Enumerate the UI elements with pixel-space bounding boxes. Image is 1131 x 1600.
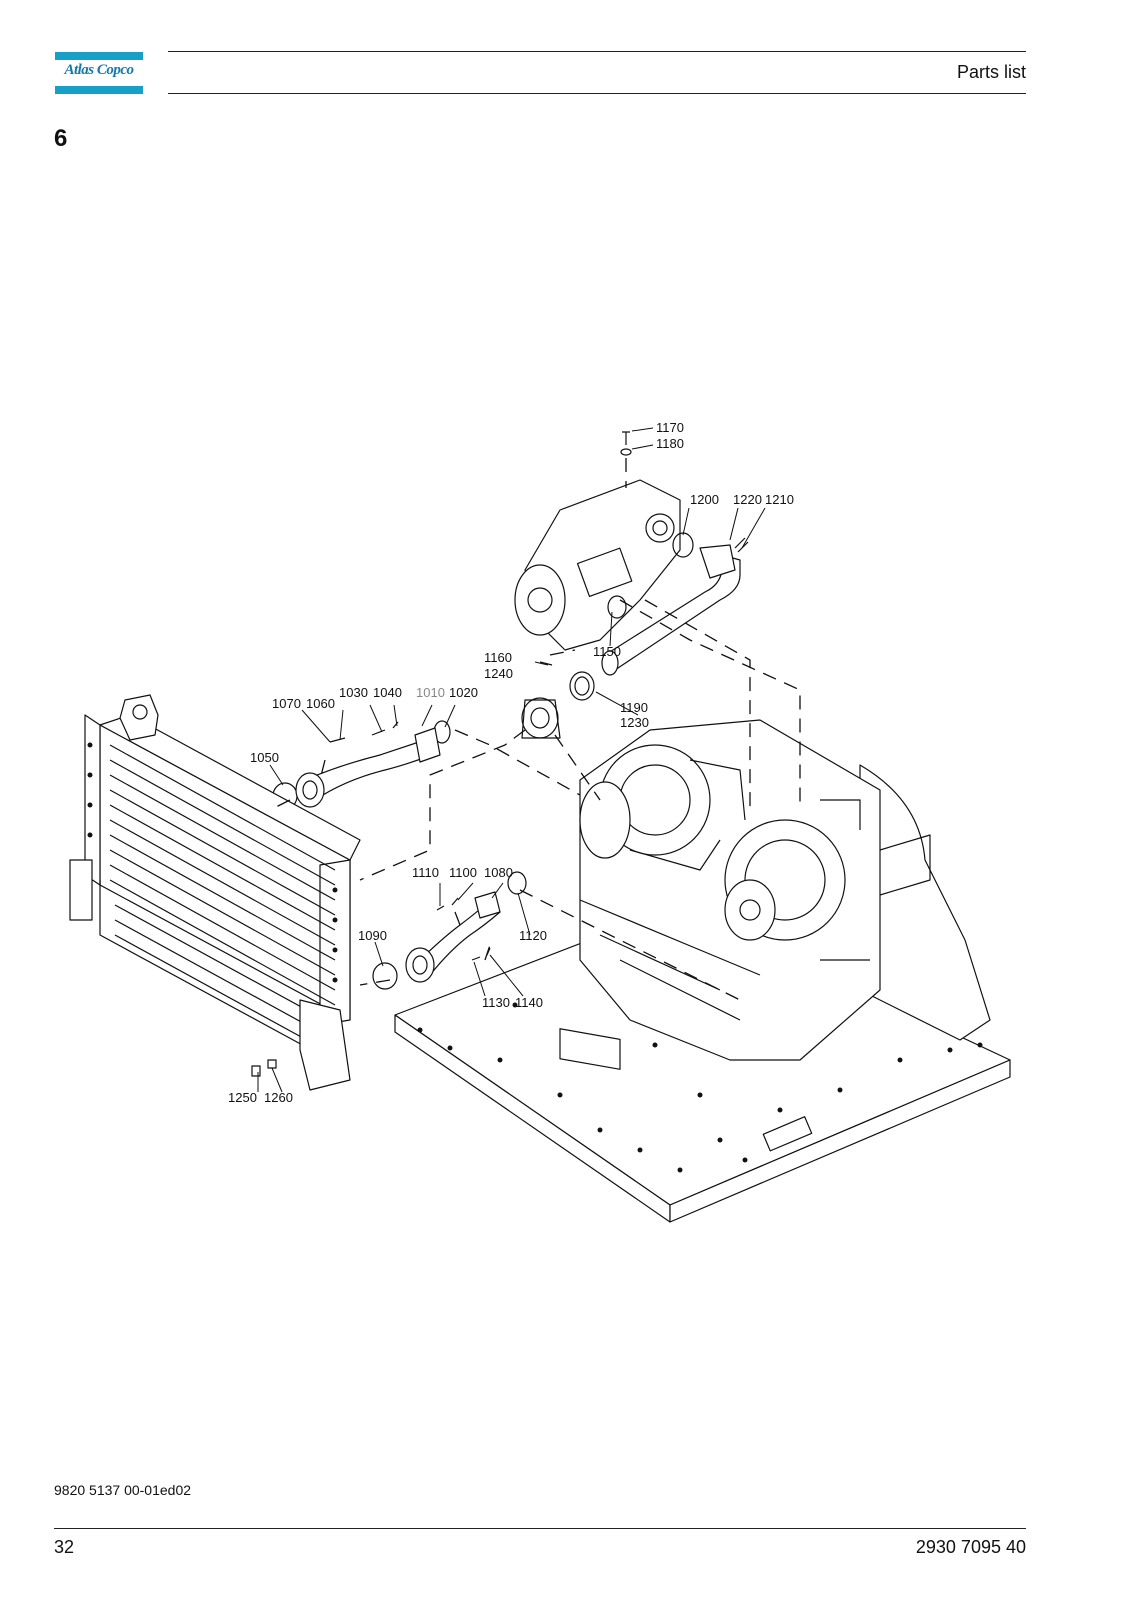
section-number: 6: [54, 125, 68, 152]
callout-1080: 1080: [484, 865, 513, 880]
bolts: [329, 431, 749, 961]
assembly-dashed-lines: [269, 458, 801, 1001]
upper-cooler-pipe: [295, 727, 441, 808]
document-code: 9820 5137 00-01ed02: [54, 1482, 192, 1498]
callout-1030: 1030: [339, 685, 368, 700]
callout-1020: 1020: [449, 685, 478, 700]
check-valve-housing: [514, 479, 681, 651]
callout-1070: 1070: [272, 696, 301, 711]
logo-bar-top: [55, 52, 143, 60]
callout-1230: 1230: [620, 715, 649, 730]
base-plate: [394, 904, 1011, 1223]
part-number: 2930 7095 40: [915, 1537, 1026, 1557]
callout-1050: 1050: [250, 750, 279, 765]
callout-labels: 1170 1180 1200 1220 1210 1150 1160 1240 …: [228, 420, 794, 1105]
callout-1040: 1040: [373, 685, 402, 700]
flange-coupling: [521, 697, 561, 739]
callout-1100: 1100: [449, 865, 477, 880]
callout-1240: 1240: [484, 666, 513, 681]
header-rule-top: [168, 51, 1026, 52]
callout-1150: 1150: [593, 644, 621, 659]
header-title: Parts list: [956, 62, 1026, 82]
outlet-pipe: [601, 544, 741, 676]
callout-1190: 1190: [620, 700, 648, 715]
logo-bar-bottom: [55, 86, 143, 94]
callout-1060: 1060: [306, 696, 335, 711]
plate-holes: [417, 982, 983, 1173]
compressor-element: [559, 719, 991, 1070]
callout-1120: 1120: [519, 928, 547, 943]
atlas-copco-logo: Atlas Copco: [55, 52, 143, 94]
callout-1010: 1010: [416, 685, 445, 700]
page-number: 32: [54, 1537, 75, 1557]
callout-1250: 1250: [228, 1090, 257, 1105]
callout-1210: 1210: [765, 492, 794, 507]
callout-1220: 1220: [733, 492, 762, 507]
callout-1130: 1130: [482, 995, 510, 1010]
callout-1140: 1140: [515, 995, 543, 1010]
callout-1110: 1110: [412, 865, 439, 880]
footer-rule: [54, 1528, 1026, 1529]
header-rule-bottom: [168, 93, 1026, 94]
callout-1160: 1160: [484, 650, 512, 665]
callout-1180: 1180: [656, 436, 684, 451]
callout-1170: 1170: [656, 420, 684, 435]
logo-text: Atlas Copco: [64, 62, 134, 78]
lower-cooler-pipe: [405, 891, 501, 983]
oil-cooler: [69, 694, 361, 1091]
callout-1260: 1260: [264, 1090, 293, 1105]
callout-1200: 1200: [690, 492, 719, 507]
callout-1090: 1090: [358, 928, 387, 943]
callout-leader-lines: [257, 427, 766, 1093]
